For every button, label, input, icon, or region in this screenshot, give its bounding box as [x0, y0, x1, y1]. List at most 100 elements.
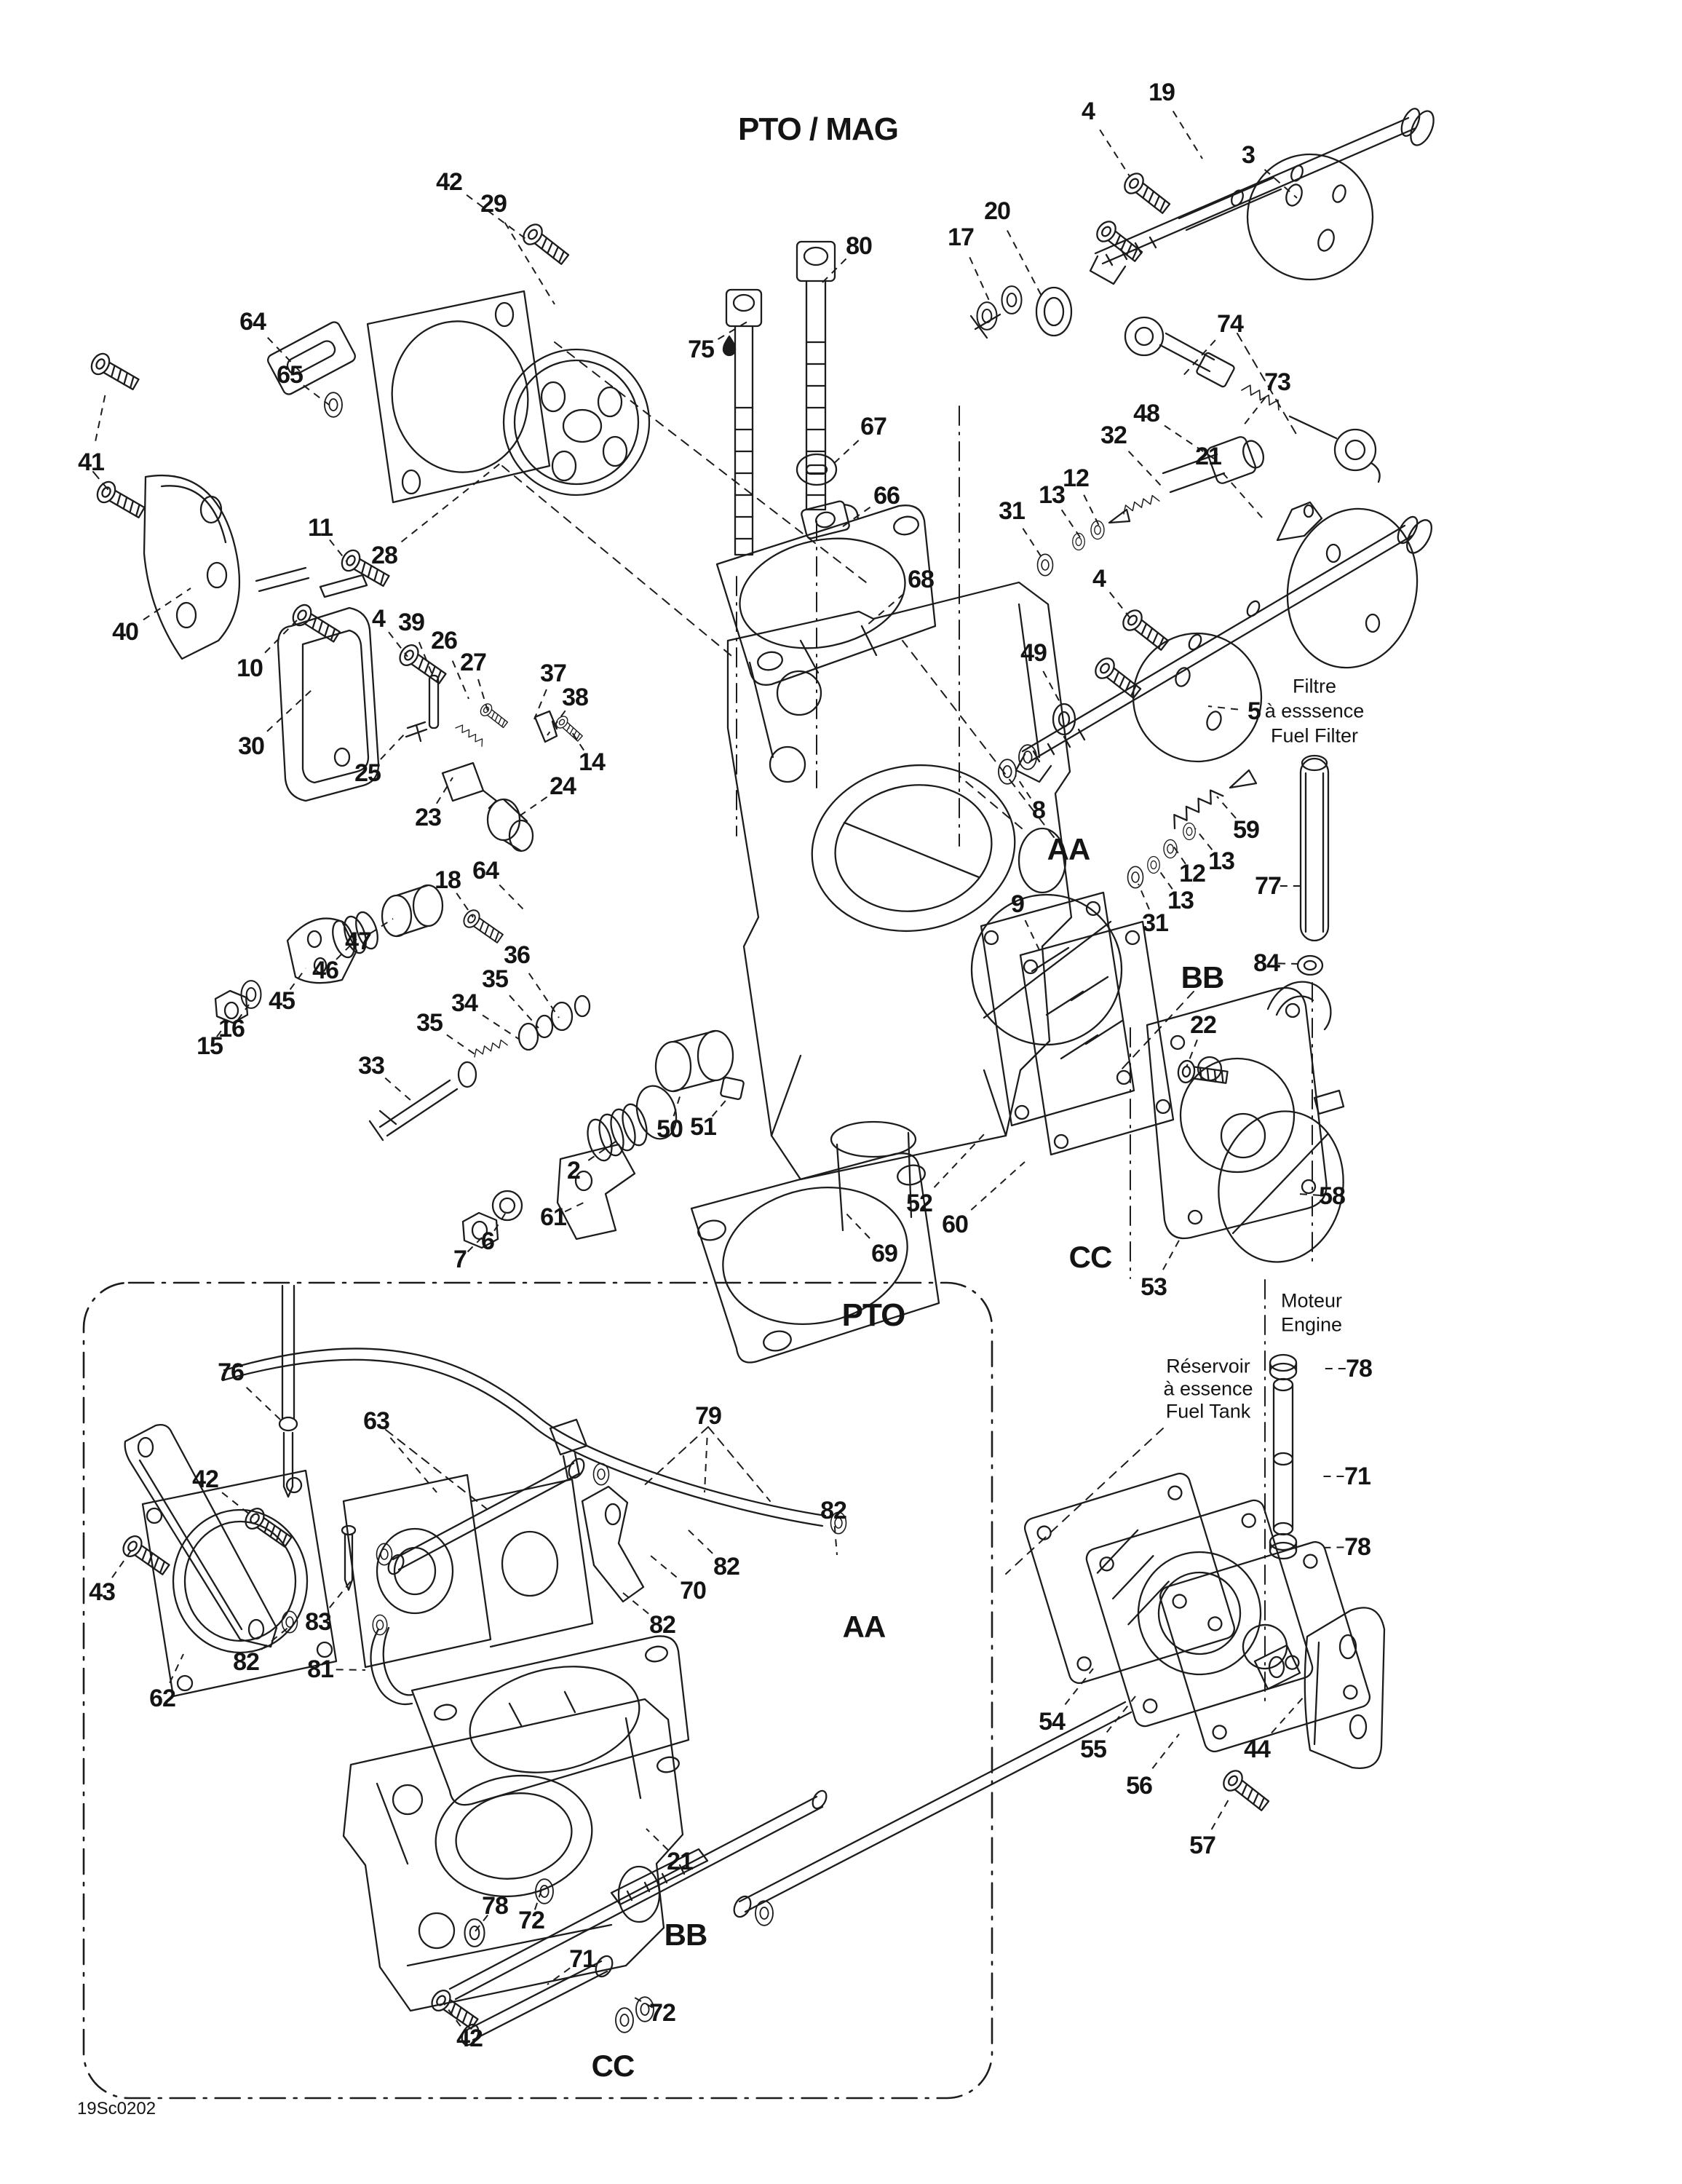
part-label-part-84: 84	[1253, 949, 1280, 977]
part-label-part-72-b: 72	[649, 1999, 676, 2027]
leader-line-part-12-a	[1083, 494, 1100, 526]
leader-line-part-46	[336, 938, 357, 960]
leader-line-part-65	[303, 384, 330, 405]
leader-line-part-16	[237, 1004, 250, 1021]
part-label-part-35-b: 35	[416, 1009, 443, 1037]
alignment-lines	[736, 405, 1313, 1703]
part-label-ann-engine-1: Moteur	[1280, 1289, 1343, 1312]
part-label-part-82-b: 82	[820, 1497, 847, 1524]
leader-line-part-42-pto	[221, 1492, 254, 1518]
part-label-part-44: 44	[1244, 1736, 1271, 1763]
leader-line-part-74	[1180, 339, 1216, 379]
part-label-part-54: 54	[1039, 1708, 1066, 1736]
leader-line-part-42-bottom	[443, 2003, 461, 2027]
leader-line-part-58	[1298, 1193, 1320, 1196]
leader-line-part-31-b	[1138, 883, 1150, 910]
leader-line-part-72-a	[533, 1889, 542, 1910]
part-label-part-17: 17	[948, 223, 975, 251]
part-label-part-29: 29	[480, 190, 507, 218]
leader-line-part-17	[969, 256, 991, 303]
part-label-part-28: 28	[371, 542, 398, 569]
flange-gasket-69	[690, 1152, 940, 1364]
part-label-part-70: 70	[680, 1577, 707, 1605]
fuel-tube-71-pto	[461, 1955, 614, 2046]
part-label-ann-fuel-tank-2: à essence	[1163, 1377, 1253, 1400]
part-label-part-78-right-bottom: 78	[1344, 1533, 1371, 1561]
part-label-part-56: 56	[1126, 1772, 1153, 1800]
part-label-part-10: 10	[237, 654, 263, 682]
spring-59	[1167, 769, 1258, 830]
part-label-part-71-right: 71	[1344, 1463, 1371, 1490]
part-label-part-66: 66	[873, 482, 900, 510]
part-label-part-4-left: 4	[372, 605, 386, 633]
part-label-part-13-b: 13	[1208, 847, 1235, 875]
leader-line-part-78-right-bottom	[1318, 1546, 1344, 1548]
part-label-part-26: 26	[431, 627, 458, 654]
part-label-part-9: 9	[1011, 890, 1025, 918]
leader-line-part-15	[216, 1018, 231, 1037]
part-label-part-22: 22	[1190, 1011, 1217, 1039]
part-label-part-18: 18	[435, 866, 461, 894]
leader-line-part-72-b	[634, 1997, 654, 2009]
part-label-part-16: 16	[218, 1015, 245, 1042]
carburetor-body-main	[726, 581, 1073, 1232]
leader-line-part-6	[493, 1211, 507, 1232]
part-label-ann-fuel-filter-3: Fuel Filter	[1270, 724, 1359, 747]
leader-line-part-35-a	[509, 994, 539, 1029]
leader-line-part-4-mid	[1108, 591, 1130, 618]
leader-line-part-82-d	[622, 1592, 649, 1615]
pump-cover-58	[1218, 1110, 1344, 1263]
part-label-part-79: 79	[695, 1402, 722, 1430]
pump-diaphragm-9	[970, 893, 1123, 1046]
cam-arm-61	[556, 1143, 636, 1241]
part-label-part-61: 61	[540, 1203, 567, 1231]
washer-67	[796, 453, 838, 486]
leader-line-part-61	[564, 1200, 587, 1213]
nut-15-washer-16	[214, 989, 249, 1024]
leader-line-part-13-c	[1157, 867, 1173, 890]
part-label-part-14: 14	[579, 748, 606, 776]
part-label-part-63: 63	[363, 1407, 390, 1435]
part-label-part-67: 67	[860, 413, 887, 440]
part-label-part-3: 3	[1242, 141, 1255, 169]
leader-line-part-80	[822, 258, 847, 283]
leader-line-part-8	[1015, 775, 1031, 799]
leader-line-part-62	[169, 1653, 184, 1684]
leader-line-part-39	[418, 641, 435, 679]
part-label-part-42-top: 42	[436, 168, 463, 196]
leader-line-part-29	[504, 222, 555, 305]
leader-line-part-70	[646, 1551, 678, 1578]
part-label-part-24: 24	[550, 772, 576, 800]
part-label-drawing-code: 19Sc0202	[76, 2099, 156, 2118]
part-label-callout-aa-bottom: AA	[842, 1610, 886, 1644]
fuel-hose-bb	[733, 1701, 1132, 1918]
part-label-part-64-mid: 64	[472, 857, 499, 885]
leader-line-part-18	[456, 893, 474, 918]
spacer-plates-63	[342, 1473, 645, 1669]
part-label-part-20: 20	[984, 197, 1011, 225]
part-label-part-55: 55	[1080, 1736, 1107, 1763]
leader-line-part-12-b	[1173, 845, 1186, 865]
throttle-plate-3	[1246, 153, 1374, 281]
leader-line-part-49	[1042, 670, 1062, 705]
leader-line-part-4-topright	[1099, 129, 1130, 177]
diaphragm-55	[1085, 1499, 1314, 1728]
leader-line-part-84	[1278, 962, 1301, 965]
throttle-link-73-74	[1124, 316, 1381, 483]
part-label-part-40: 40	[112, 618, 139, 646]
leader-line-part-14	[568, 727, 584, 751]
part-label-part-31-a: 31	[999, 497, 1026, 525]
leader-line-part-2	[587, 1141, 616, 1161]
leader-line-part-53	[1162, 1237, 1181, 1270]
part-label-part-38: 38	[562, 684, 589, 711]
bracket-44	[1253, 1607, 1386, 1769]
part-label-part-30: 30	[238, 732, 265, 760]
part-label-part-58: 58	[1319, 1182, 1346, 1210]
leader-line-part-82-b	[833, 1526, 838, 1556]
leader-line-part-64-mid	[499, 884, 526, 912]
leader-line-part-51	[711, 1096, 730, 1117]
part-label-part-72-a: 72	[518, 1907, 545, 1934]
leader-line-part-41	[95, 392, 106, 441]
